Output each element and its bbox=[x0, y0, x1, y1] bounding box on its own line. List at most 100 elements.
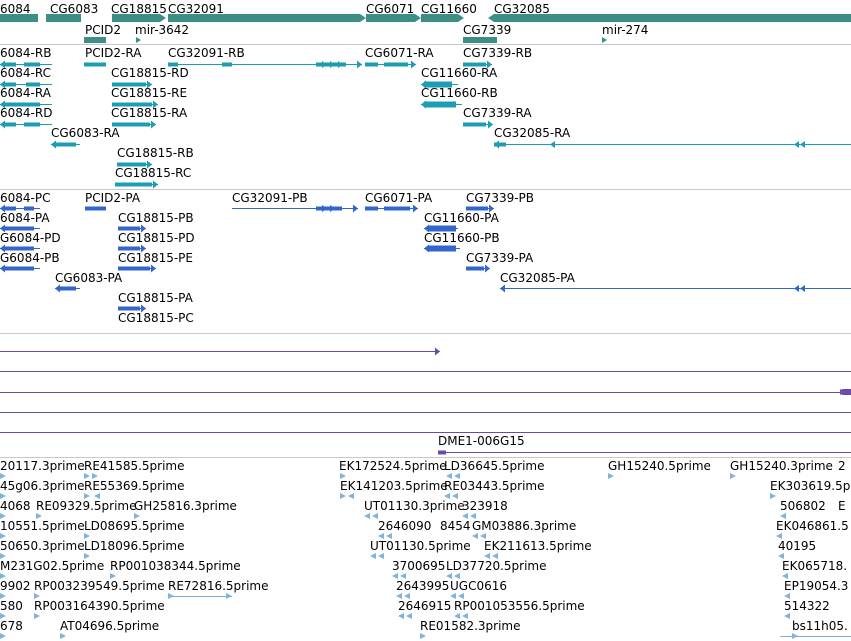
protein-glyph[interactable] bbox=[365, 204, 418, 213]
est-glyph[interactable] bbox=[492, 553, 498, 559]
est-glyph[interactable] bbox=[386, 533, 392, 539]
est-glyph[interactable] bbox=[0, 473, 6, 479]
transcript-glyph[interactable] bbox=[365, 60, 416, 69]
est-glyph[interactable] bbox=[454, 613, 460, 619]
transcript-glyph[interactable] bbox=[51, 140, 80, 149]
gene-bar[interactable] bbox=[46, 14, 81, 22]
gene-bar[interactable] bbox=[421, 14, 464, 22]
est-glyph[interactable] bbox=[0, 593, 6, 599]
est-glyph[interactable] bbox=[340, 473, 346, 479]
est-glyph[interactable] bbox=[34, 593, 40, 599]
transcript-glyph[interactable] bbox=[463, 120, 493, 129]
est-glyph[interactable] bbox=[134, 513, 140, 519]
est-glyph[interactable] bbox=[458, 593, 464, 599]
est-glyph[interactable] bbox=[0, 573, 6, 579]
protein-glyph[interactable] bbox=[424, 244, 460, 253]
protein-glyph[interactable] bbox=[55, 284, 80, 293]
est-glyph[interactable] bbox=[730, 473, 736, 479]
gene-bar[interactable] bbox=[366, 14, 421, 22]
transcript-glyph[interactable] bbox=[421, 100, 462, 109]
est-glyph[interactable] bbox=[484, 553, 490, 559]
transcript-glyph[interactable] bbox=[115, 180, 158, 189]
protein-glyph[interactable] bbox=[0, 264, 40, 273]
est-glyph[interactable] bbox=[480, 533, 486, 539]
est-glyph[interactable] bbox=[420, 633, 426, 639]
gene-bar[interactable] bbox=[463, 37, 497, 43]
est-glyph[interactable] bbox=[370, 553, 376, 559]
transcript-glyph[interactable] bbox=[112, 80, 152, 89]
transcript-glyph[interactable] bbox=[494, 140, 851, 149]
protein-glyph[interactable] bbox=[118, 264, 156, 273]
protein-glyph[interactable] bbox=[85, 206, 106, 211]
est-glyph[interactable] bbox=[378, 533, 384, 539]
est-glyph[interactable] bbox=[398, 613, 404, 619]
est-glyph[interactable] bbox=[452, 493, 458, 499]
transcript-glyph[interactable] bbox=[463, 60, 492, 69]
clone-glyph[interactable] bbox=[438, 450, 851, 455]
est-glyph[interactable] bbox=[404, 593, 410, 599]
transcript-glyph[interactable] bbox=[421, 80, 458, 89]
mirna-glyph[interactable] bbox=[602, 37, 607, 43]
est-glyph[interactable] bbox=[462, 513, 468, 519]
protein-glyph[interactable] bbox=[0, 244, 40, 253]
est-glyph[interactable] bbox=[60, 633, 66, 639]
est-glyph[interactable] bbox=[0, 513, 6, 519]
est-glyph[interactable] bbox=[84, 493, 90, 499]
gene-bar[interactable] bbox=[488, 14, 851, 22]
est-glyph[interactable] bbox=[84, 473, 90, 479]
est-glyph[interactable] bbox=[348, 493, 354, 499]
est-glyph[interactable] bbox=[608, 473, 614, 479]
est-glyph[interactable] bbox=[84, 533, 90, 539]
protein-glyph[interactable] bbox=[0, 204, 40, 213]
mirna-glyph[interactable] bbox=[136, 37, 141, 43]
est-glyph[interactable] bbox=[378, 553, 384, 559]
est-glyph[interactable] bbox=[0, 493, 6, 499]
gene-bar[interactable] bbox=[112, 14, 166, 22]
protein-glyph[interactable] bbox=[118, 304, 146, 313]
est-glyph[interactable] bbox=[446, 473, 452, 479]
protein-glyph[interactable] bbox=[500, 284, 851, 293]
gene-bar[interactable] bbox=[84, 37, 106, 43]
est-glyph[interactable] bbox=[92, 473, 98, 479]
est-glyph[interactable] bbox=[372, 513, 378, 519]
protein-glyph[interactable] bbox=[0, 224, 40, 233]
transcript-glyph[interactable] bbox=[112, 120, 156, 129]
est-glyph[interactable] bbox=[0, 613, 6, 619]
transcript-glyph[interactable] bbox=[0, 120, 52, 129]
protein-glyph[interactable] bbox=[466, 204, 494, 213]
est-glyph[interactable] bbox=[470, 513, 476, 519]
est-glyph[interactable] bbox=[450, 593, 456, 599]
est-glyph[interactable] bbox=[780, 513, 786, 519]
est-glyph[interactable] bbox=[462, 613, 468, 619]
est-glyph[interactable] bbox=[34, 613, 40, 619]
est-glyph[interactable] bbox=[364, 513, 370, 519]
est-glyph[interactable] bbox=[782, 573, 788, 579]
est-glyph[interactable] bbox=[454, 573, 460, 579]
est-glyph[interactable] bbox=[0, 633, 6, 639]
protein-glyph[interactable] bbox=[232, 204, 358, 213]
est-glyph[interactable] bbox=[226, 593, 232, 599]
clone-glyph[interactable] bbox=[0, 347, 440, 356]
est-glyph[interactable] bbox=[454, 473, 460, 479]
est-glyph[interactable] bbox=[472, 533, 478, 539]
est-glyph[interactable] bbox=[0, 553, 6, 559]
est-glyph[interactable] bbox=[392, 573, 398, 579]
est-glyph[interactable] bbox=[446, 573, 452, 579]
transcript-glyph[interactable] bbox=[168, 60, 362, 69]
est-glyph[interactable] bbox=[444, 493, 450, 499]
est-glyph[interactable] bbox=[776, 533, 782, 539]
est-glyph[interactable] bbox=[396, 593, 402, 599]
transcript-glyph[interactable] bbox=[117, 160, 152, 169]
protein-glyph[interactable] bbox=[118, 224, 146, 233]
est-glyph[interactable] bbox=[340, 493, 346, 499]
transcript-glyph[interactable] bbox=[84, 62, 106, 67]
transcript-glyph[interactable] bbox=[112, 100, 158, 109]
protein-glyph[interactable] bbox=[118, 244, 146, 253]
protein-glyph[interactable] bbox=[424, 224, 458, 233]
est-glyph[interactable] bbox=[0, 533, 6, 539]
est-glyph[interactable] bbox=[400, 573, 406, 579]
est-glyph[interactable] bbox=[84, 553, 90, 559]
est-glyph[interactable] bbox=[770, 493, 776, 499]
est-glyph[interactable] bbox=[36, 513, 42, 519]
transcript-glyph[interactable] bbox=[0, 80, 52, 89]
